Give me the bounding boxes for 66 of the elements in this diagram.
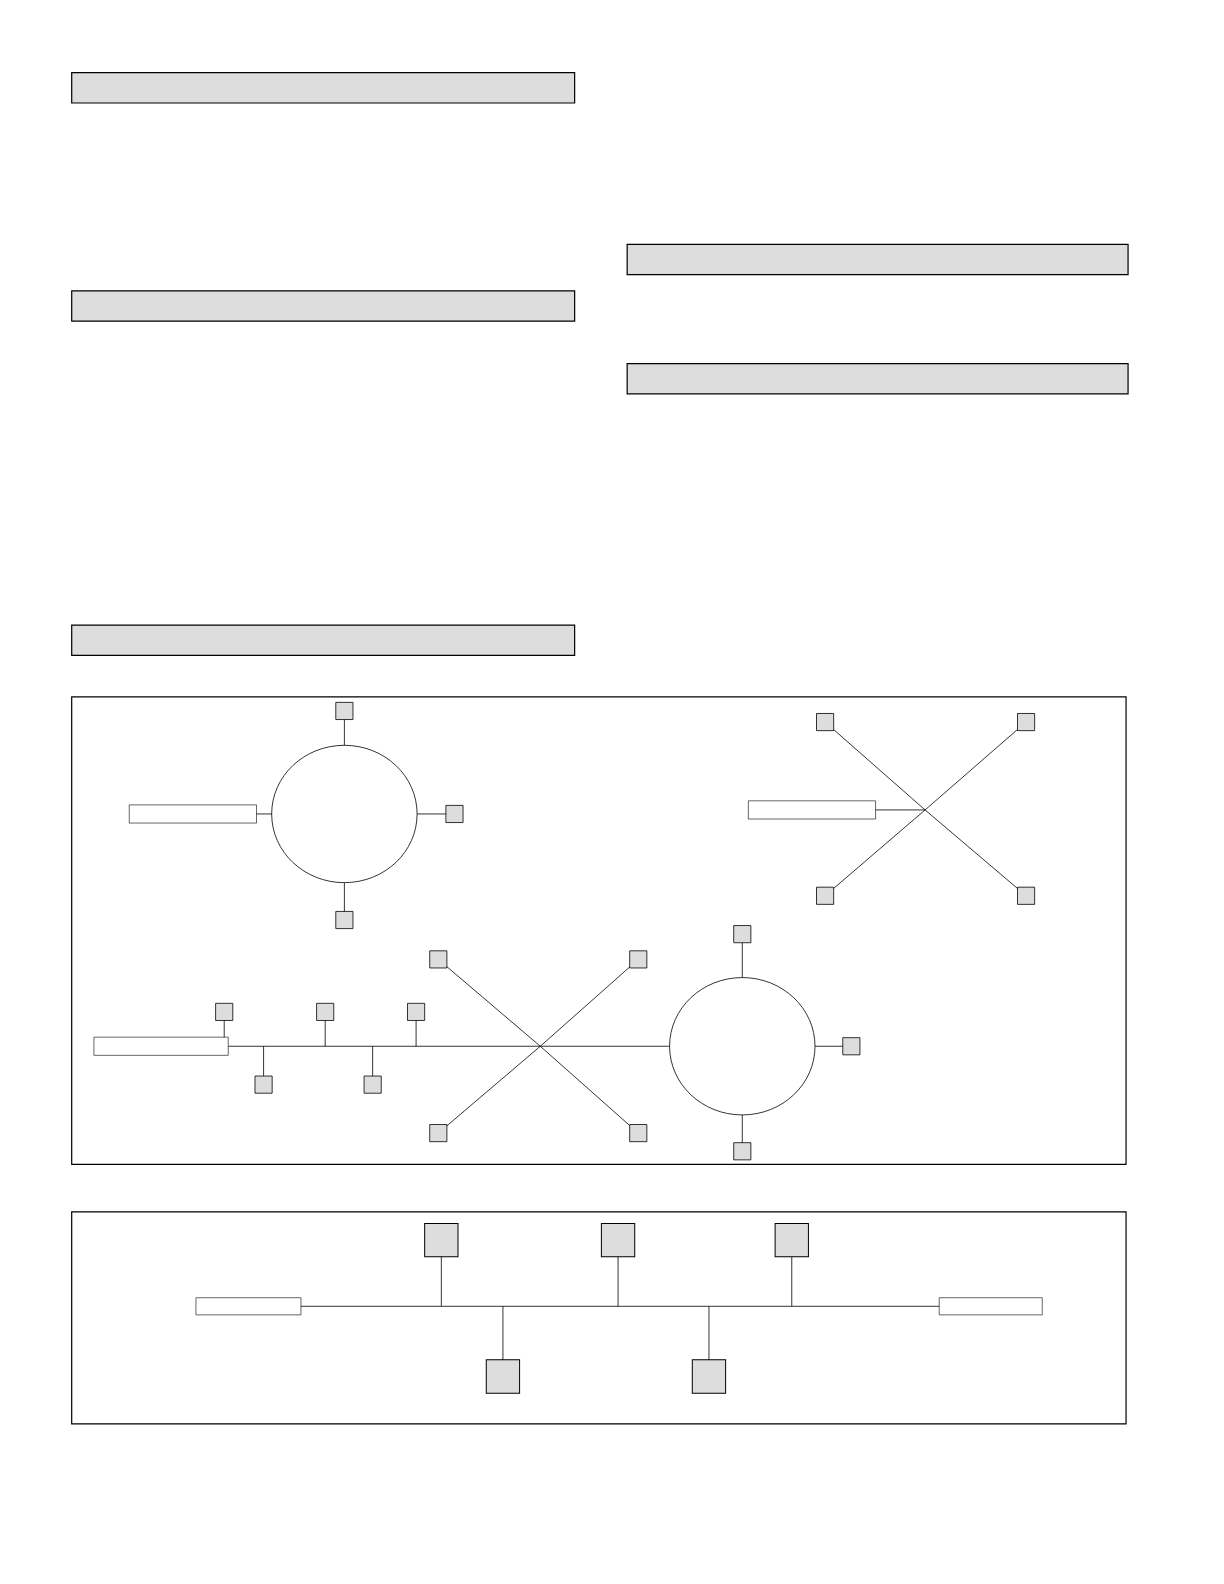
stub-line <box>539 966 631 1047</box>
stub-line <box>372 1045 374 1077</box>
device-box <box>254 1075 273 1094</box>
label-box <box>93 1036 229 1056</box>
device-box <box>774 1223 809 1258</box>
connector-line <box>300 1305 940 1307</box>
connector-line <box>344 719 345 746</box>
device-box <box>842 1037 861 1056</box>
device-box <box>424 1223 459 1258</box>
ring-circle <box>669 977 816 1116</box>
stub-line <box>833 729 926 811</box>
stub-line <box>415 1020 417 1047</box>
stub-line <box>440 1256 442 1307</box>
device-box <box>429 950 448 969</box>
label-box <box>938 1297 1043 1316</box>
connector-line <box>416 813 447 815</box>
header-bar <box>626 243 1129 276</box>
label-box <box>128 804 257 824</box>
label-box <box>195 1297 302 1316</box>
stub-line <box>791 1256 793 1307</box>
device-box <box>407 1002 426 1021</box>
connector-line <box>223 1020 225 1038</box>
stub-line <box>446 966 541 1047</box>
stub-line <box>539 1045 631 1126</box>
stub-line <box>446 1045 541 1127</box>
connector-line <box>741 942 743 978</box>
header-bar <box>71 72 576 104</box>
device-box <box>816 713 835 732</box>
stub-line <box>924 729 1018 811</box>
device-box <box>629 950 648 969</box>
device-box <box>600 1223 636 1258</box>
device-box <box>335 701 354 720</box>
panel-frame <box>71 696 1127 1165</box>
connector-line <box>227 1045 670 1047</box>
connector-line <box>814 1045 844 1047</box>
stub-line <box>617 1256 619 1307</box>
stub-line <box>502 1305 504 1361</box>
stub-line <box>263 1045 264 1077</box>
connector-line <box>256 813 273 815</box>
device-box <box>215 1002 234 1021</box>
header-bar <box>626 362 1129 395</box>
device-box <box>733 925 752 944</box>
device-box <box>691 1359 727 1394</box>
device-box <box>316 1002 335 1021</box>
label-box <box>748 800 876 820</box>
stub-line <box>833 809 926 889</box>
header-bar <box>71 624 576 656</box>
connector-line <box>741 1114 743 1144</box>
ring-circle <box>271 744 418 884</box>
device-box <box>816 886 835 905</box>
device-box <box>1017 713 1036 732</box>
panel-frame <box>71 1211 1127 1425</box>
device-box <box>629 1124 648 1143</box>
connector-line <box>344 882 345 912</box>
device-box <box>429 1124 448 1143</box>
header-bar <box>71 290 576 322</box>
device-box <box>363 1075 382 1094</box>
device-box <box>1017 886 1036 905</box>
stub-line <box>875 809 926 811</box>
device-box <box>485 1359 521 1394</box>
device-box <box>445 805 464 823</box>
device-box <box>733 1142 752 1161</box>
stub-line <box>324 1020 326 1047</box>
stub-line <box>708 1305 710 1361</box>
stub-line <box>924 809 1018 889</box>
device-box <box>335 911 354 929</box>
